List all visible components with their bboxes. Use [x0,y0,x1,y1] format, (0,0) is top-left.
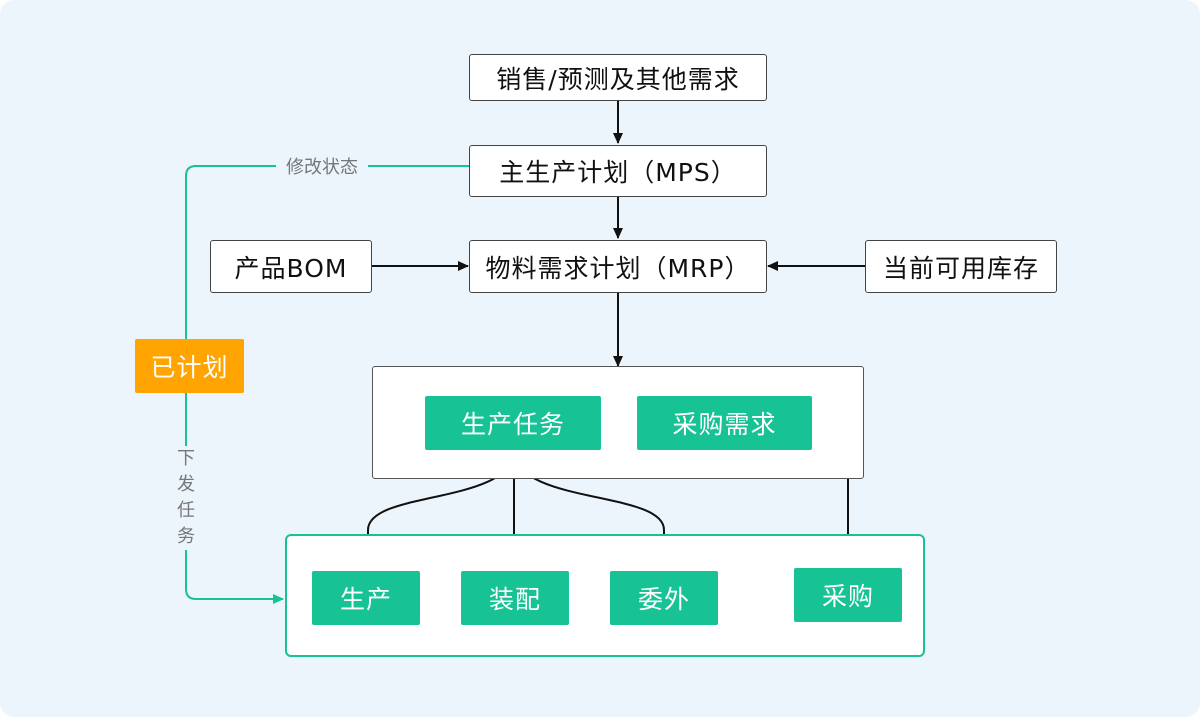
sales-forecast-node: 销售/预测及其他需求 [469,54,767,101]
bom-node: 产品BOM [210,240,372,293]
mrp-node: 物料需求计划（MRP） [469,240,767,293]
production-task-node: 生产任务 [425,396,601,450]
planned-node: 已计划 [135,339,244,393]
issue-task-char: 任 [177,500,195,521]
issue-task-char: 下 [177,448,195,469]
production-node: 生产 [312,571,420,625]
issue-task-label: 下 发 任 务 [172,446,200,550]
edge-planned-to-execution [185,393,284,604]
mps-node: 主生产计划（MPS） [469,145,767,197]
inventory-node: 当前可用库存 [865,240,1057,293]
purchase-requirement-node: 采购需求 [637,396,812,450]
modify-status-label: 修改状态 [276,154,368,178]
edge-mps-to-planned [185,165,469,339]
outsourcing-node: 委外 [610,571,718,625]
issue-task-char: 发 [177,474,195,495]
issue-task-char: 务 [177,526,195,547]
assembly-node: 装配 [461,571,569,625]
purchase-node: 采购 [794,568,902,622]
